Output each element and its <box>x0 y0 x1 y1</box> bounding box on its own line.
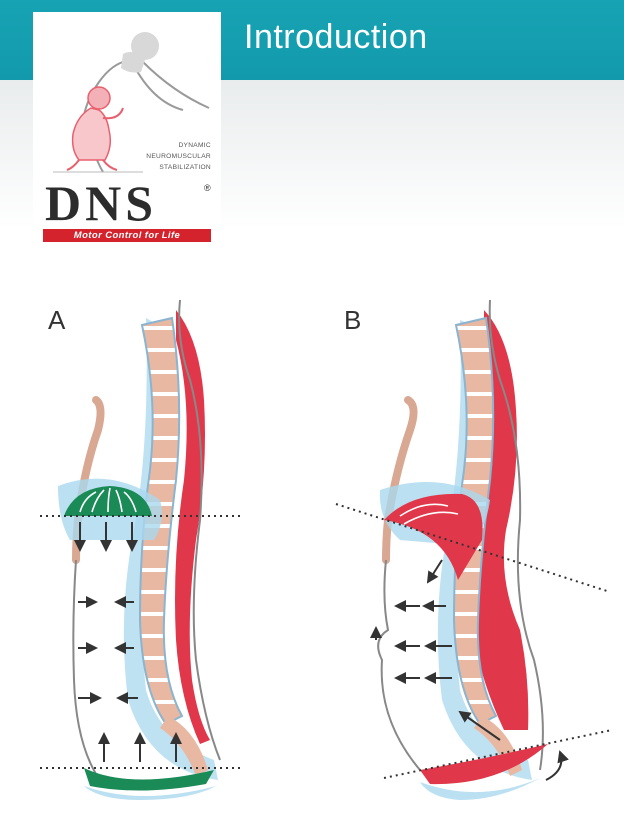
page-title: Introduction <box>244 18 428 56</box>
pelvic-floor-b <box>420 744 548 785</box>
logo-subtitle-line-2: NEUROMUSCULAR <box>146 153 211 160</box>
abdomen-wall-a <box>72 559 97 775</box>
panel-label-a: A <box>48 305 66 335</box>
sacrum-a <box>160 716 208 776</box>
abdomen-wall-b <box>377 559 421 771</box>
pelvic-floor-a <box>84 768 214 791</box>
logo-registered-mark: ® <box>204 183 211 193</box>
spine-shadow-b <box>437 320 532 780</box>
dns-logo: DYNAMIC NEUROMUSCULAR STABILIZATION DNS … <box>33 12 221 247</box>
spine-shadow-a <box>123 318 218 780</box>
panel-label-b: B <box>344 305 362 335</box>
logo-subtitle-line-1: DYNAMIC <box>178 142 211 149</box>
spinal-muscle-a <box>175 310 210 744</box>
logo-subtitle-line-3: STABILIZATION <box>159 164 211 171</box>
logo-letters: DNS <box>45 175 158 231</box>
logo-tagline: Motor Control for Life <box>43 229 211 242</box>
panel-a <box>40 299 240 800</box>
sternum-b <box>382 396 418 564</box>
spinal-muscle-b <box>465 310 529 730</box>
logo-figure-icon <box>53 32 210 173</box>
trunk-diagram <box>40 299 613 800</box>
diaphragm-b <box>384 493 483 580</box>
panel-b <box>335 299 613 800</box>
